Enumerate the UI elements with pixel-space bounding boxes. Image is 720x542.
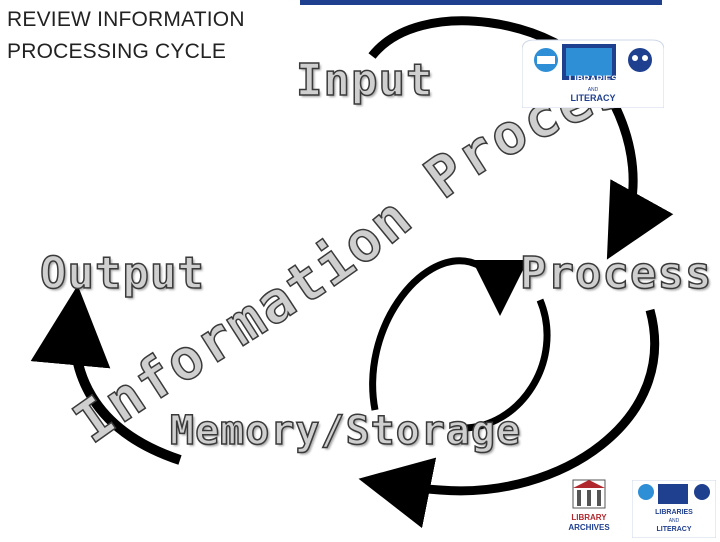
logo-top-line-1: LIBRARIES (569, 74, 618, 84)
arrow-process-to-memory-inner (459, 298, 551, 432)
people-icon (628, 48, 652, 72)
libraries-literacy-logo-graphic: LIBRARIES AND LITERACY (521, 39, 665, 109)
libraries-literacy-logo-bottom-graphic: LIBRARIES AND LITERACY (631, 479, 717, 539)
slide-title-line-1: REVIEW INFORMATION (7, 8, 245, 31)
arrow-process-to-memory (358, 308, 660, 529)
library-archives-logo-graphic: LIBRARY ARCHIVES (568, 479, 610, 532)
archives-logo-line-1: LIBRARY (571, 513, 607, 522)
logo-bottom-line-3: LITERACY (657, 526, 692, 533)
slide-title-line-2: PROCESSING CYCLE (7, 40, 227, 63)
stage-process-label: Process (519, 247, 713, 300)
stage-input-label: Input (295, 54, 434, 107)
library-archives-logo: LIBRARY ARCHIVES (563, 478, 615, 538)
libraries-literacy-logo-top: LIBRARIES AND LITERACY (521, 38, 665, 109)
arrow-memory-to-output (30, 285, 182, 465)
libraries-literacy-logo-bottom: LIBRARIES AND LITERACY (631, 479, 717, 539)
stage-memory-label: Memory/Storage (169, 407, 522, 455)
logo-top-line-2: AND (588, 87, 599, 93)
archives-logo-line-2: ARCHIVES (568, 523, 610, 532)
top-accent-bar (300, 0, 662, 5)
logo-bottom-line-2: AND (669, 518, 680, 524)
logo-bottom-line-1: LIBRARIES (655, 509, 693, 516)
stage-output-label: Output (39, 247, 205, 300)
logo-top-line-3: LITERACY (571, 93, 616, 103)
arrow-memory-to-process-inner (369, 257, 528, 411)
